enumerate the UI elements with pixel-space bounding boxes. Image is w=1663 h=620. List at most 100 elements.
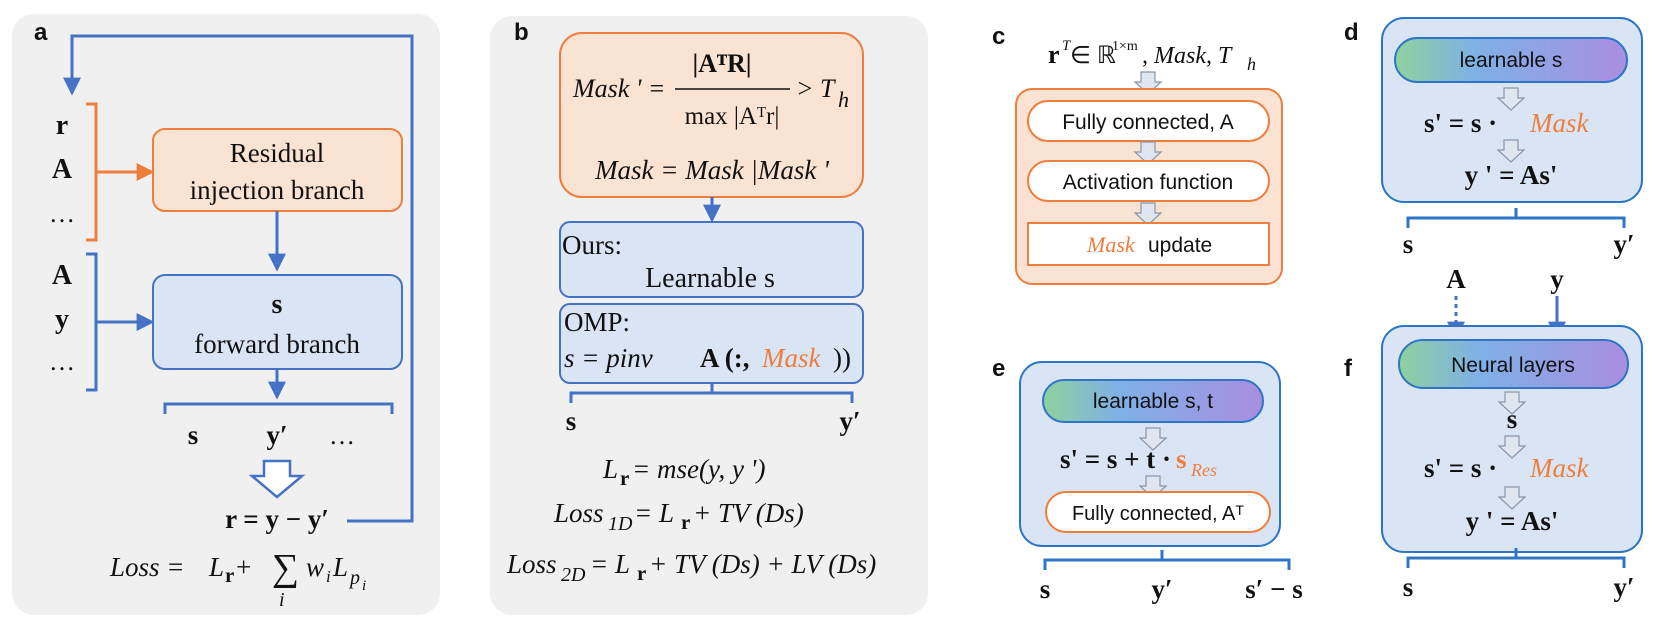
svg-text:+ TV (Ds) + LV (Ds): + TV (Ds) + LV (Ds) — [649, 549, 876, 579]
d-out-s: s — [1403, 229, 1414, 259]
var-ellipsis: … — [49, 199, 75, 228]
f-out-y: y′ — [1613, 572, 1634, 602]
forward-label-2: forward branch — [194, 329, 360, 359]
residual-equation: r = y − y′ — [225, 504, 329, 534]
svg-text:s = pinv: s = pinv — [564, 343, 653, 373]
e-out-diff: s′ − s — [1245, 574, 1303, 604]
svg-text:L: L — [208, 552, 224, 582]
svg-text:L: L — [602, 454, 618, 484]
c-fully-connected — [1027, 100, 1270, 142]
svg-text:r: r — [225, 563, 234, 587]
svg-text:A (:,: A (:, — [700, 343, 750, 373]
svg-text:Mask: Mask — [761, 343, 821, 373]
panel-letter-b: b — [514, 19, 529, 46]
f-output-bracket — [1406, 548, 1626, 568]
ours-label: Learnable s — [645, 263, 775, 294]
f-input-y: y — [1550, 264, 1564, 294]
d-learnable-label: learnable s — [1460, 49, 1563, 72]
f-s: s — [1507, 404, 1518, 434]
c-fc-label: Fully connected, A — [1062, 111, 1234, 134]
loss-1d: Loss 1D = L r + TV (Ds) — [553, 498, 804, 535]
svg-text:Mask ' =: Mask ' = — [572, 74, 665, 103]
out-ellipsis: … — [329, 421, 355, 450]
var-ellipsis2: … — [49, 347, 75, 376]
residual-label-2: injection branch — [190, 175, 365, 205]
svg-text:L: L — [332, 552, 348, 582]
feedback-arrow — [63, 34, 414, 523]
c-mask-update — [1027, 222, 1270, 266]
svg-text:> T: > T — [796, 74, 836, 103]
f-input-A: A — [1446, 264, 1466, 294]
loss-equation: Loss = L r + ∑ i w i L p i — [109, 547, 366, 611]
svg-text:Mask: Mask — [1529, 453, 1589, 483]
svg-text:h: h — [1247, 54, 1256, 74]
svg-text:∈ ℝ: ∈ ℝ — [1070, 43, 1116, 69]
svg-text:|AᵀR|: |AᵀR| — [692, 49, 751, 78]
svg-text:s' = s ·: s' = s · — [1424, 453, 1497, 483]
mask-prime-equation: Mask ' = |AᵀR| max |Aᵀr| > T h — [572, 49, 849, 130]
loss-lr: L r = mse(y, y ') — [602, 454, 765, 490]
svg-text:r: r — [1048, 40, 1060, 69]
svg-text:w: w — [306, 552, 324, 582]
c-input-expression: r T ∈ ℝ 1×m , Mask, T h — [1048, 38, 1256, 74]
c-mask-word: Mask — [1086, 232, 1136, 257]
d-learnable-pill — [1394, 37, 1628, 83]
ours-box — [559, 221, 864, 298]
panel-e: e learnable s, t s' = s + t · s Res Full… — [992, 355, 1303, 604]
svg-text:s' = s + t ·: s' = s + t · — [1060, 444, 1171, 474]
e-eq1: s' = s + t · s Res — [1060, 444, 1217, 480]
d-eq1: s' = s · Mask — [1424, 108, 1589, 138]
omp-title: OMP: — [564, 307, 630, 337]
c-activation-label: Activation function — [1063, 171, 1233, 194]
panel-f: f A y Neural layers s s' = s · Mask y ' … — [1344, 264, 1643, 602]
e-output-bracket — [1043, 550, 1291, 570]
b-output-bracket — [569, 383, 854, 403]
out-y: y′ — [266, 420, 287, 450]
svg-text:T: T — [1062, 38, 1072, 54]
panel-c: c r T ∈ ℝ 1×m , Mask, T h Fully connecte… — [992, 23, 1283, 285]
bracket-bottom — [86, 252, 130, 392]
svg-text:p: p — [348, 567, 360, 589]
c-update-word: update — [1148, 234, 1212, 257]
ours-title: Ours: — [562, 230, 622, 260]
d-eq2: y ' = As' — [1465, 160, 1558, 190]
var-r: r — [56, 110, 68, 141]
svg-text:, Mask, T: , Mask, T — [1142, 43, 1233, 69]
svg-text:)): )) — [833, 343, 851, 373]
svg-text:= L: = L — [590, 549, 630, 579]
svg-text:Loss: Loss — [553, 498, 604, 528]
e-out-s: s — [1040, 574, 1051, 604]
mask-equation: Mask = Mask |Mask ' — [594, 155, 830, 185]
d-output-bracket — [1406, 208, 1626, 228]
b-out-y: y′ — [839, 406, 860, 436]
svg-text:+ TV (Ds): + TV (Ds) — [693, 498, 804, 528]
svg-text:i: i — [362, 578, 366, 594]
svg-text:∑: ∑ — [272, 547, 299, 589]
svg-text:h: h — [838, 87, 849, 112]
panel-letter-e: e — [992, 355, 1005, 382]
svg-text:i: i — [279, 589, 285, 611]
svg-text:= L: = L — [634, 498, 674, 528]
e-fc-label: Fully connected, Aᵀ — [1072, 503, 1244, 525]
svg-text:Res: Res — [1190, 460, 1217, 480]
d-out-y: y′ — [1613, 229, 1634, 259]
e-fully-connected — [1045, 491, 1271, 533]
svg-text:s' = s ·: s' = s · — [1424, 108, 1497, 138]
panel-letter-f: f — [1344, 355, 1353, 382]
f-neural-pill — [1398, 339, 1629, 389]
out-s: s — [188, 420, 199, 450]
svg-text:Mask: Mask — [1529, 108, 1589, 138]
svg-text:+: + — [236, 552, 251, 582]
svg-text:1×m: 1×m — [1112, 39, 1138, 54]
b-out-s: s — [566, 406, 577, 436]
omp-equation: s = pinv A (:, Mask )) — [564, 343, 851, 373]
panel-letter-c: c — [992, 23, 1005, 50]
svg-text:i: i — [326, 567, 331, 586]
output-bracket — [163, 402, 394, 414]
svg-text:Loss =: Loss = — [109, 552, 185, 582]
e-learnable-pill — [1042, 379, 1264, 423]
f-out-s: s — [1403, 572, 1414, 602]
e-learnable-label: learnable s, t — [1093, 390, 1213, 413]
panel-a: a r A … Residual injection branch A y … … — [12, 14, 440, 615]
